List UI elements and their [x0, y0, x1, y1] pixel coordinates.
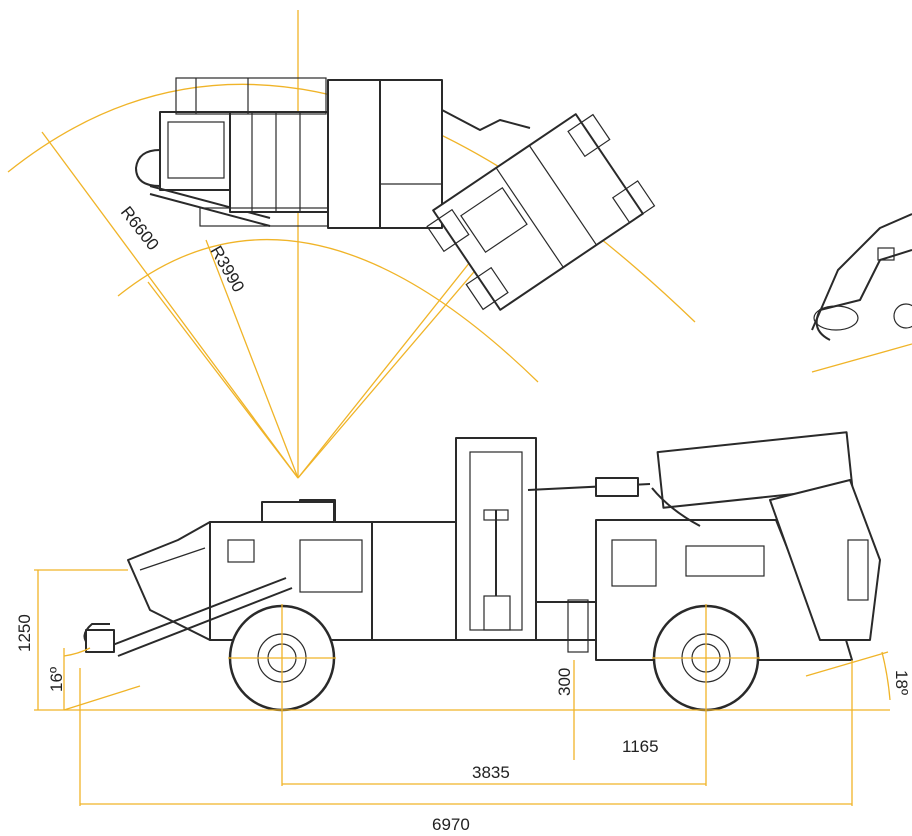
top-front-rails — [175, 77, 327, 115]
rear-wheel-to-axle-label: 1165 — [622, 737, 659, 756]
spraying-boom — [656, 431, 854, 509]
operator-seat — [483, 509, 509, 521]
articulation-joint — [535, 601, 597, 641]
rear-angle-label: 18º — [892, 670, 911, 695]
top-view-machine — [135, 77, 656, 311]
inner-turning-arc — [117, 238, 539, 383]
top-hopper-inner — [167, 121, 225, 179]
delivery-pipe — [109, 577, 287, 647]
partial-side-view-right — [811, 213, 912, 373]
height-label: 1250 — [15, 614, 34, 652]
front-angle-line — [63, 685, 141, 711]
inner-radius-line-right — [297, 251, 479, 479]
rear-angle-line — [805, 651, 889, 677]
top-rear-frame — [379, 79, 443, 229]
clearance-label: 300 — [555, 668, 574, 696]
inner-radius-line — [205, 239, 299, 479]
side-view-dimensions: 1250 16º 18º 300 1165 3835 6970 — [15, 569, 911, 834]
middle-body — [371, 521, 457, 641]
outer-radius-line — [41, 131, 299, 479]
side-view-machine — [83, 431, 881, 712]
overall-length-label: 6970 — [432, 815, 470, 834]
front-side-panel — [299, 539, 363, 593]
top-front-frame — [229, 111, 329, 213]
radius-line-left — [147, 281, 299, 479]
top-pipe-bend — [135, 149, 161, 187]
top-boom-section — [426, 113, 656, 311]
rear-side-window — [611, 539, 657, 587]
outer-radius-label: R6600 — [117, 203, 163, 254]
concrete-hopper — [127, 521, 211, 641]
front-angle-label: 16º — [47, 667, 66, 692]
top-cab — [327, 79, 381, 229]
inner-radius-label: R3990 — [207, 243, 249, 296]
hydraulic-hose — [651, 487, 701, 527]
wheelbase-label: 3835 — [472, 763, 510, 782]
engine-top — [261, 501, 335, 523]
